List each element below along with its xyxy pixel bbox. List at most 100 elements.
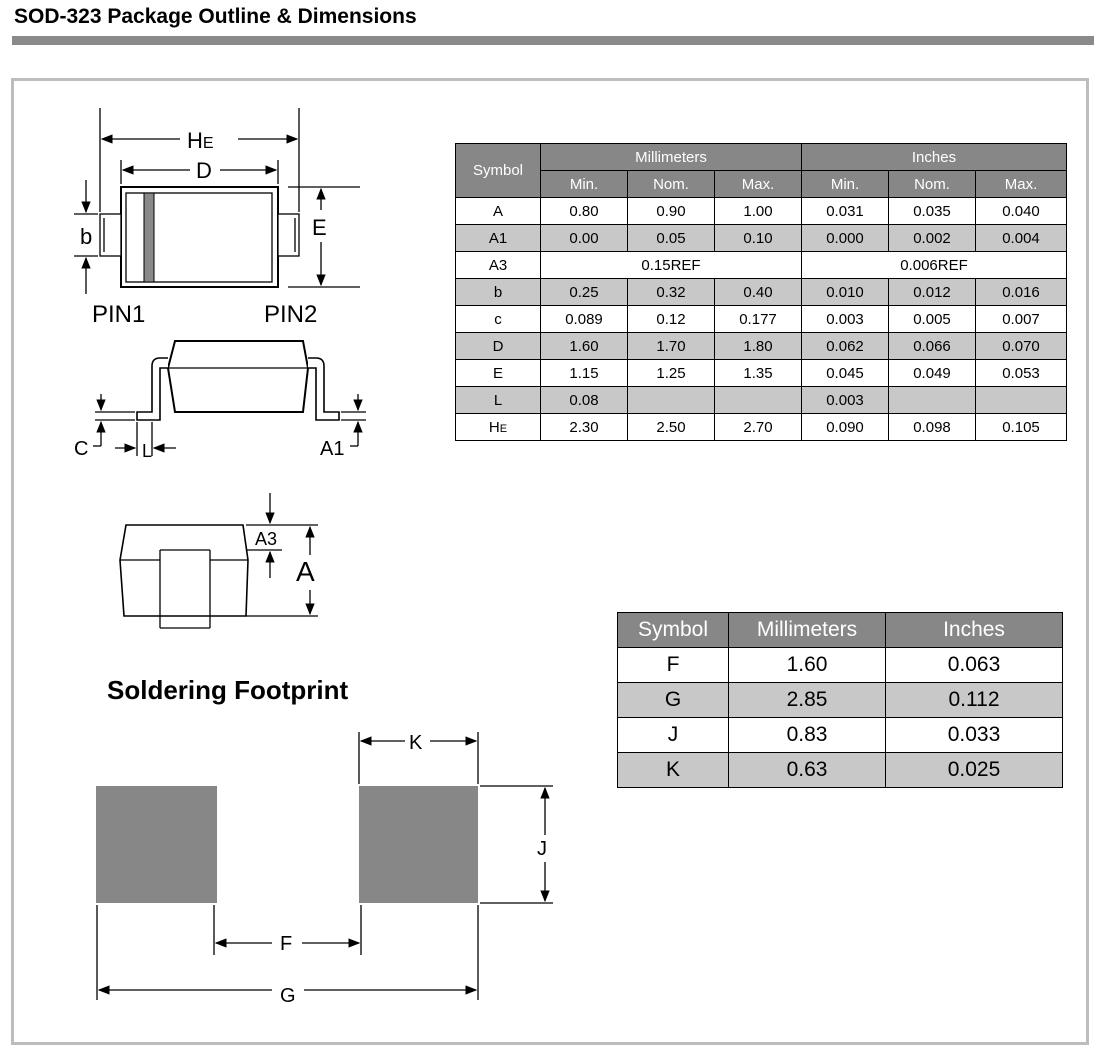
cell: 0.83	[728, 717, 886, 753]
table-row: G 2.85 0.112	[617, 682, 1063, 718]
label-k: K	[409, 732, 423, 754]
cell: 0.112	[885, 682, 1063, 718]
cell: 0.00	[540, 224, 628, 252]
pin2-lead	[277, 213, 300, 257]
table-row: D 1.60 1.70 1.80 0.062 0.066 0.070	[455, 332, 1067, 360]
cell: 0.090	[801, 413, 889, 441]
cell: 2.50	[627, 413, 715, 441]
cell: 0.066	[888, 332, 976, 360]
sub-header: Max.	[714, 170, 802, 198]
cell: 0.63	[728, 752, 886, 788]
table-row: J 0.83 0.033	[617, 717, 1063, 753]
table-row: A1 0.00 0.05 0.10 0.000 0.002 0.004	[455, 224, 1067, 252]
table-row: F 1.60 0.063	[617, 647, 1063, 683]
label-e: E	[312, 215, 327, 240]
table-row: A3 0.15REF 0.006REF	[455, 251, 1067, 279]
label-j: J	[537, 838, 547, 860]
cell: 0.32	[627, 278, 715, 306]
cell: 0.40	[714, 278, 802, 306]
cell: 0.035	[888, 197, 976, 225]
right-lead	[308, 357, 340, 421]
table-row: L 0.08 0.003	[455, 386, 1067, 414]
cell: 2.30	[540, 413, 628, 441]
label-pin2: PIN2	[264, 301, 317, 328]
cell-symbol: J	[617, 717, 729, 753]
cell-ref: 0.15REF	[540, 251, 802, 279]
cell: 2.70	[714, 413, 802, 441]
table-row: HE 2.30 2.50 2.70 0.090 0.098 0.105	[455, 413, 1067, 441]
cell: 0.010	[801, 278, 889, 306]
col-header-millimeters: Millimeters	[540, 143, 802, 171]
cell: 0.003	[801, 386, 889, 414]
side-body	[166, 340, 310, 413]
footprint-pad-left	[96, 786, 217, 903]
cell: 0.007	[975, 305, 1067, 333]
cell-symbol: F	[617, 647, 729, 683]
footprint-table: Symbol Millimeters Inches F 1.60 0.063 G…	[617, 612, 1063, 788]
cell: 0.12	[627, 305, 715, 333]
cell: 1.60	[728, 647, 886, 683]
sub-header: Max.	[975, 170, 1067, 198]
body-inner	[125, 192, 273, 283]
table-row: A 0.80 0.90 1.00 0.031 0.035 0.040	[455, 197, 1067, 225]
label-d: D	[196, 158, 212, 183]
cell: 0.053	[975, 359, 1067, 387]
cell: 0.25	[540, 278, 628, 306]
cell: 0.089	[540, 305, 628, 333]
cell: 0.08	[540, 386, 628, 414]
label-he: HE	[187, 128, 214, 153]
label-l: L	[142, 441, 152, 461]
cell-symbol: G	[617, 682, 729, 718]
label-a: A	[296, 556, 315, 587]
cell: 0.177	[714, 305, 802, 333]
label-pin1: PIN1	[92, 301, 145, 328]
footprint-view	[96, 732, 553, 1000]
cell: 0.063	[885, 647, 1063, 683]
sub-header: Min.	[801, 170, 889, 198]
footprint-title: Soldering Footprint	[107, 675, 349, 705]
col-header-inches: Inches	[801, 143, 1067, 171]
content-frame	[11, 78, 1089, 1045]
table-row: b 0.25 0.32 0.40 0.010 0.012 0.016	[455, 278, 1067, 306]
cell-symbol: E	[455, 359, 541, 387]
cell: 0.005	[888, 305, 976, 333]
label-a1: A1	[320, 438, 344, 460]
cell: 0.002	[888, 224, 976, 252]
label-c: C	[74, 438, 88, 460]
sub-header: Nom.	[888, 170, 976, 198]
cell	[975, 386, 1067, 414]
end-body	[119, 524, 249, 617]
cell: 0.000	[801, 224, 889, 252]
label-a3: A3	[255, 529, 277, 549]
pin1-lead	[99, 213, 122, 257]
label-b: b	[80, 224, 92, 249]
title-divider	[12, 36, 1094, 45]
col-header-symbol: Symbol	[455, 143, 541, 198]
cell-symbol: HE	[455, 413, 541, 441]
sub-header: Min.	[540, 170, 628, 198]
cell: 2.85	[728, 682, 886, 718]
cell: 0.105	[975, 413, 1067, 441]
cell: 1.35	[714, 359, 802, 387]
cell-symbol: b	[455, 278, 541, 306]
cell: 0.070	[975, 332, 1067, 360]
cell: 0.10	[714, 224, 802, 252]
cell-symbol: D	[455, 332, 541, 360]
col-header-millimeters: Millimeters	[728, 612, 886, 648]
footprint-pad-right	[359, 786, 478, 903]
cell: 1.70	[627, 332, 715, 360]
cell-symbol: K	[617, 752, 729, 788]
cell-symbol: L	[455, 386, 541, 414]
table-row: K 0.63 0.025	[617, 752, 1063, 788]
side-view	[93, 340, 366, 456]
cell: 0.098	[888, 413, 976, 441]
end-view	[119, 493, 318, 629]
cell: 0.004	[975, 224, 1067, 252]
cell: 0.003	[801, 305, 889, 333]
cell: 0.80	[540, 197, 628, 225]
left-lead	[136, 357, 168, 421]
table-row: c 0.089 0.12 0.177 0.003 0.005 0.007	[455, 305, 1067, 333]
cell-ref: 0.006REF	[801, 251, 1067, 279]
top-view	[74, 108, 360, 294]
